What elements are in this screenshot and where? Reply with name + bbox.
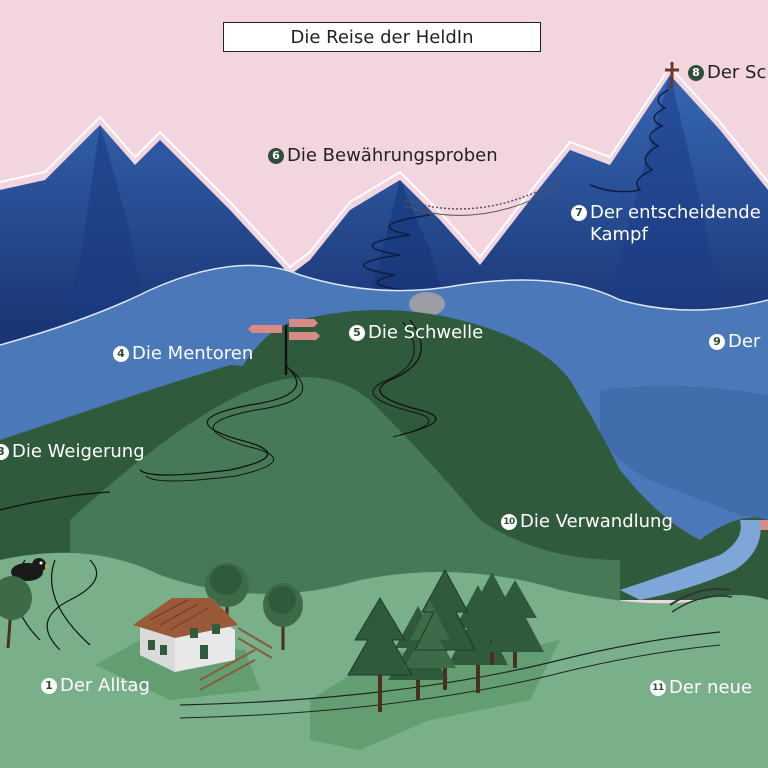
farmhouse	[133, 598, 238, 672]
mountain-shadow	[60, 125, 150, 350]
summit-trail	[589, 89, 669, 193]
page-title: Die Reise der HeldIn	[223, 22, 541, 52]
station-3-label: 3 Die Weigerung	[0, 441, 145, 463]
station-9-number: 9	[709, 334, 725, 350]
station-11-text: Der neue	[669, 677, 753, 698]
mountain-shadow-2	[360, 180, 450, 320]
station-10-number: 10	[501, 514, 517, 530]
station-6-label: 6 Die Bewährungsproben	[268, 145, 498, 167]
station-7-text: Der entscheidende	[590, 202, 761, 223]
station-8-number: 8	[688, 65, 704, 81]
signpost-icon	[248, 319, 320, 375]
station-7-text-line2: Kampf	[590, 224, 648, 245]
station-7-number: 7	[571, 205, 587, 221]
summit-cross-icon	[665, 62, 679, 88]
boulder	[409, 292, 445, 316]
station-1-text: Der Alltag	[60, 675, 150, 696]
mountain-trail	[363, 214, 431, 293]
station-4-label: 4 Die Mentoren	[113, 343, 253, 365]
mountain-outline	[0, 65, 768, 269]
station-4-number: 4	[113, 346, 129, 362]
blackbird-icon	[11, 558, 51, 581]
tree-2	[263, 583, 303, 650]
station-5-label: 5 Die Schwelle	[349, 322, 483, 344]
station-11-label: 11 Der neue	[650, 677, 752, 699]
rounded-hill	[70, 377, 620, 620]
station-9-text: Der	[728, 331, 761, 352]
station-8-text: Der Sc	[707, 62, 767, 83]
river	[620, 520, 761, 600]
station-1-label: 1 Der Alltag	[41, 675, 150, 697]
station-9-label: 9 Der	[709, 331, 760, 353]
threshold-trail	[379, 319, 437, 436]
station-5-text: Die Schwelle	[368, 322, 484, 343]
station-6-text: Die Bewährungsproben	[287, 145, 498, 166]
mountain-shadow-3	[610, 75, 720, 300]
hill-trail	[139, 364, 298, 476]
lake-water	[600, 386, 768, 520]
station-10-text: Die Verwandlung	[520, 511, 673, 532]
station-11-number: 11	[650, 680, 666, 696]
station-8-label: 8 Der Sc	[688, 62, 766, 84]
left-trail	[0, 491, 111, 511]
station-10-label: 10 Die Verwandlung	[501, 511, 673, 533]
tree-1	[205, 563, 249, 630]
station-4-text: Die Mentoren	[132, 343, 254, 364]
station-1-number: 1	[41, 678, 57, 694]
station-6-number: 6	[268, 148, 284, 164]
station-5-number: 5	[349, 325, 365, 341]
station-3-number: 3	[0, 444, 9, 460]
fence	[199, 627, 273, 691]
rope-bridge	[404, 179, 561, 210]
meadow-road-2	[179, 631, 721, 706]
tree-left	[0, 576, 32, 649]
river-bridge	[669, 588, 731, 606]
station-3-text: Die Weigerung	[12, 441, 145, 462]
conifer-forest	[348, 570, 544, 712]
station-7-label: 7 Der entscheidende Kampf	[571, 202, 761, 246]
